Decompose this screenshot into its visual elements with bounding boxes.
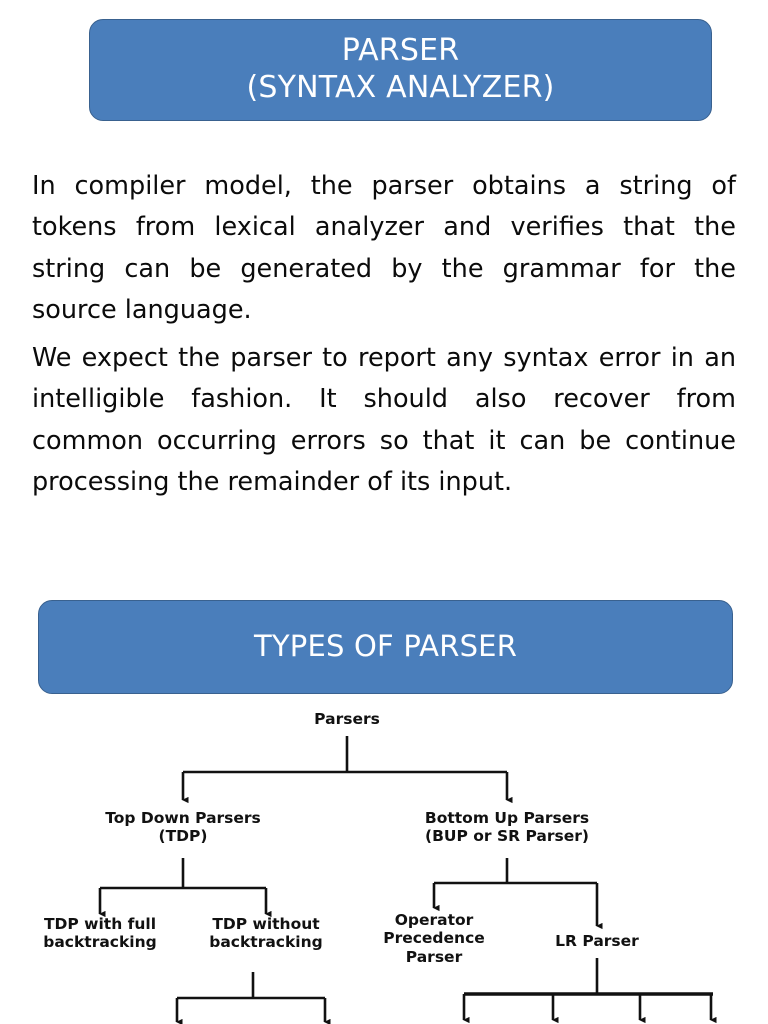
tree-node-lr-parser-line-1: LR Parser xyxy=(555,932,639,950)
tree-node-tdp-with-full-backtracking-line-1: TDP with full xyxy=(43,915,157,933)
tree-connectors xyxy=(98,736,717,1024)
types-of-parser-banner: TYPES OF PARSER xyxy=(38,600,733,694)
tree-node-tdp-without-backtracking-line-2: backtracking xyxy=(209,933,323,952)
tree-node-parsers-label: Parsers xyxy=(314,710,380,728)
types-of-parser-label: TYPES OF PARSER xyxy=(253,629,518,664)
tree-node-bottom-up-parsers: Bottom Up Parsers (BUP or SR Parser) xyxy=(397,809,617,846)
tree-node-bottom-up-parsers-line-1: Bottom Up Parsers xyxy=(424,809,590,827)
paragraph-2: We expect the parser to report any synta… xyxy=(32,342,736,498)
tree-node-tdp-without-backtracking-line-1: TDP without xyxy=(212,915,320,933)
title-banner: PARSER (SYNTAX ANALYZER) xyxy=(89,19,712,121)
tree-node-lr-parser: LR Parser xyxy=(517,932,677,950)
title-banner-line-1: PARSER xyxy=(341,33,460,69)
tree-node-parsers: Parsers xyxy=(267,710,427,728)
tree-node-tdp-with-full-backtracking: TDP with full backtracking xyxy=(20,915,180,952)
tree-node-tdp-with-full-backtracking-line-2: backtracking xyxy=(43,933,157,952)
tree-node-operator-precedence-parser-line-2: Precedence xyxy=(383,929,485,948)
tree-node-top-down-parsers-line-2: (TDP) xyxy=(158,827,208,846)
paragraph-1: In compiler model, the parser obtains a … xyxy=(32,170,736,326)
tree-node-operator-precedence-parser-line-3: Parser xyxy=(405,947,463,966)
tree-node-operator-precedence-parser-line-1: Operator xyxy=(394,911,474,929)
tree-node-top-down-parsers: Top Down Parsers (TDP) xyxy=(83,809,283,846)
tree-node-bottom-up-parsers-line-2: (BUP or SR Parser) xyxy=(425,827,589,846)
tree-node-top-down-parsers-line-1: Top Down Parsers xyxy=(105,809,261,827)
tree-node-operator-precedence-parser: Operator Precedence Parser xyxy=(354,911,514,966)
parser-types-tree-diagram: Parsers Top Down Parsers (TDP) Bottom Up… xyxy=(0,700,768,1024)
title-banner-line-2: (SYNTAX ANALYZER) xyxy=(246,70,555,105)
tree-node-tdp-without-backtracking: TDP without backtracking xyxy=(186,915,346,952)
